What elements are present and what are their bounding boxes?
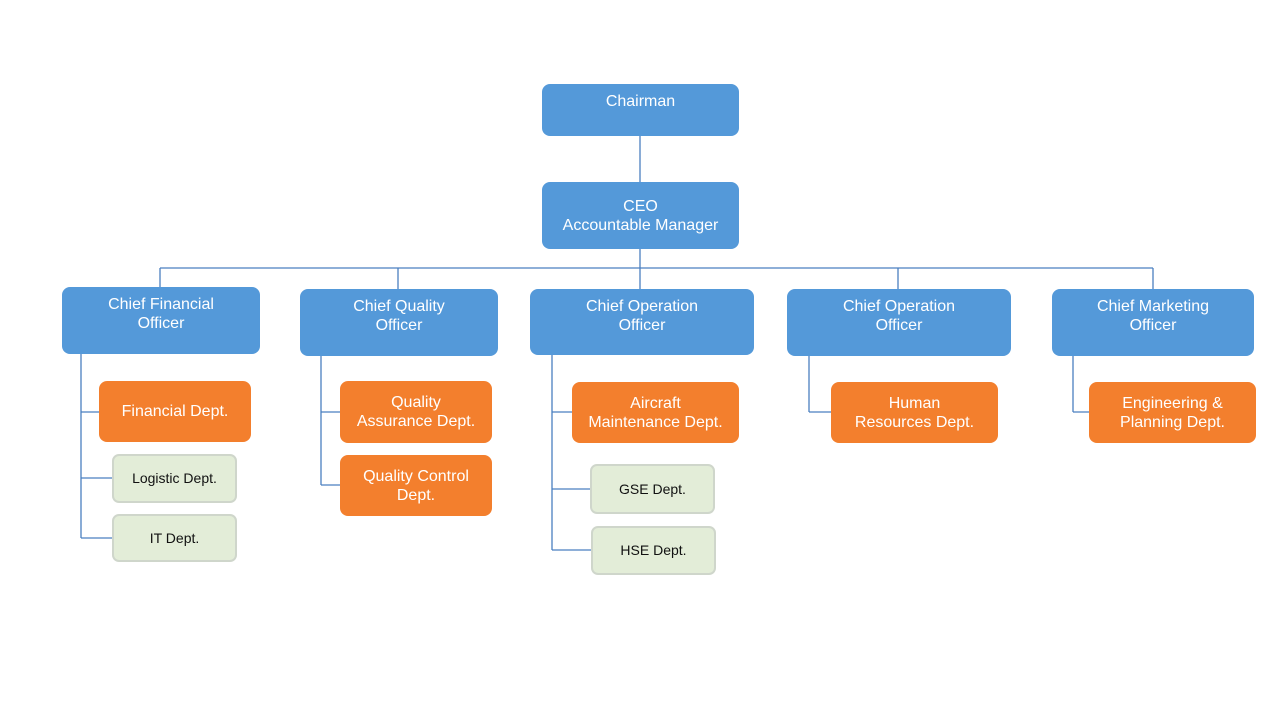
- officer-box-coo-1: Chief Operation Officer: [530, 289, 754, 355]
- ceo-label: CEO Accountable Manager: [562, 197, 719, 234]
- officer-box-cfo: Chief Financial Officer: [62, 287, 260, 354]
- chairman-box: Chairman: [542, 84, 739, 136]
- chairman-label: Chairman: [605, 93, 676, 110]
- officer-label: Chief Operation Officer: [585, 298, 699, 334]
- officer-box-coo-2: Chief Operation Officer: [787, 289, 1011, 356]
- officer-label: Chief Marketing Officer: [1096, 298, 1210, 334]
- subdept-label: GSE Dept.: [619, 480, 686, 497]
- dept-box-financial: Financial Dept.: [99, 381, 251, 442]
- dept-label: Financial Dept.: [121, 403, 229, 420]
- subdept-box-hse: HSE Dept.: [591, 526, 716, 575]
- officer-box-cmo: Chief Marketing Officer: [1052, 289, 1254, 356]
- subdept-box-it: IT Dept.: [112, 514, 237, 562]
- dept-label: Aircraft Maintenance Dept.: [588, 394, 723, 431]
- dept-box-engineering-planning: Engineering & Planning Dept.: [1089, 382, 1256, 443]
- dept-label: Human Resources Dept.: [854, 394, 975, 431]
- dept-label: Quality Assurance Dept.: [356, 394, 476, 430]
- officer-label: Chief Financial Officer: [108, 296, 214, 332]
- officer-label: Chief Quality Officer: [353, 298, 445, 334]
- dept-label: Engineering & Planning Dept.: [1120, 394, 1225, 431]
- dept-box-human-resources: Human Resources Dept.: [831, 382, 998, 443]
- subdept-box-logistic: Logistic Dept.: [112, 454, 237, 503]
- dept-box-quality-assurance: Quality Assurance Dept.: [340, 381, 492, 443]
- dept-label: Quality Control Dept.: [363, 467, 469, 504]
- officer-label: Chief Operation Officer: [842, 298, 956, 334]
- subdept-label: HSE Dept.: [620, 542, 687, 558]
- subdept-box-gse: GSE Dept.: [590, 464, 715, 514]
- subdept-label: IT Dept.: [149, 529, 200, 546]
- dept-box-aircraft-maintenance: Aircraft Maintenance Dept.: [572, 382, 739, 443]
- subdept-label: Logistic Dept.: [132, 470, 217, 486]
- ceo-box: CEO Accountable Manager: [542, 182, 739, 249]
- officer-box-cqo: Chief Quality Officer: [300, 289, 498, 356]
- dept-box-quality-control: Quality Control Dept.: [340, 455, 492, 516]
